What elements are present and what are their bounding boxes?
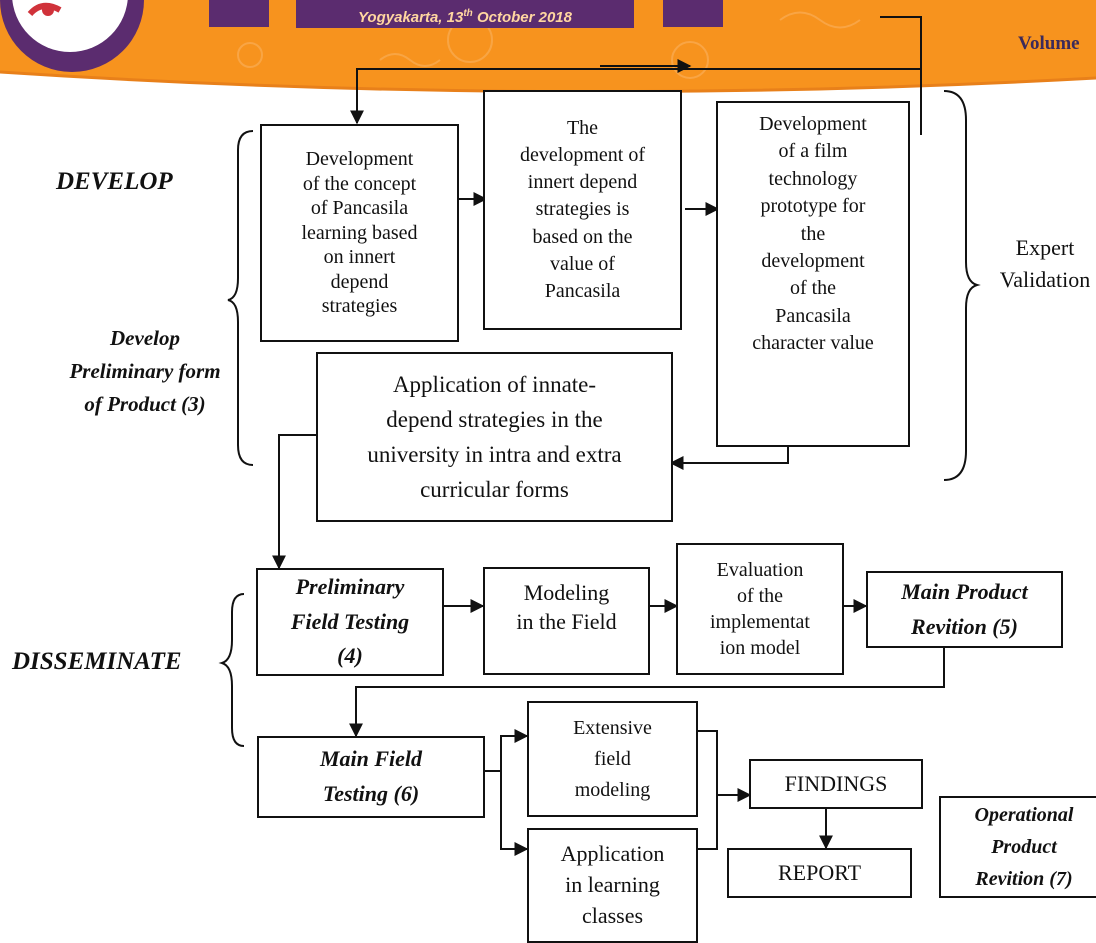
disseminate-phase-label: DISSEMINATE [12,648,182,675]
box-film-prototype: Development of a film technology prototy… [716,101,910,447]
conference-logo [0,0,144,72]
box-main-field-testing: Main Field Testing (6) [257,736,485,818]
box-application-innate: Application of innate- depend strategies… [316,352,673,522]
conference-header-banner [0,0,1096,94]
box-main-product-revition: Main Product Revition (5) [866,571,1063,648]
develop-phase-label: DEVELOP [56,168,173,195]
box-preliminary-field-testing: Preliminary Field Testing (4) [256,568,444,676]
box-evaluation-model: Evaluation of the implementat ion model [676,543,844,675]
volume-label: Volume [1018,33,1080,54]
box-operational-product-revition: Operational Product Revition (7) [939,796,1096,898]
box-development-strategies: The development of innert depend strateg… [483,90,682,330]
expert-validation-label: Expert Validation [999,235,1091,292]
box-application-learning-classes: Application in learning classes [527,828,698,943]
conference-date: Yogyakarta, 13th October 2018 [357,8,572,26]
box-modeling-field: Modeling in the Field [483,567,650,675]
box-report: REPORT [727,848,912,898]
box-development-concept: Development of the concept of Pancasila … [260,124,459,342]
develop-preliminary-form-label: Develop Preliminary form of Product (3) [69,326,221,417]
box-findings: FINDINGS [749,759,923,809]
box-extensive-field-modeling: Extensive field modeling [527,701,698,817]
